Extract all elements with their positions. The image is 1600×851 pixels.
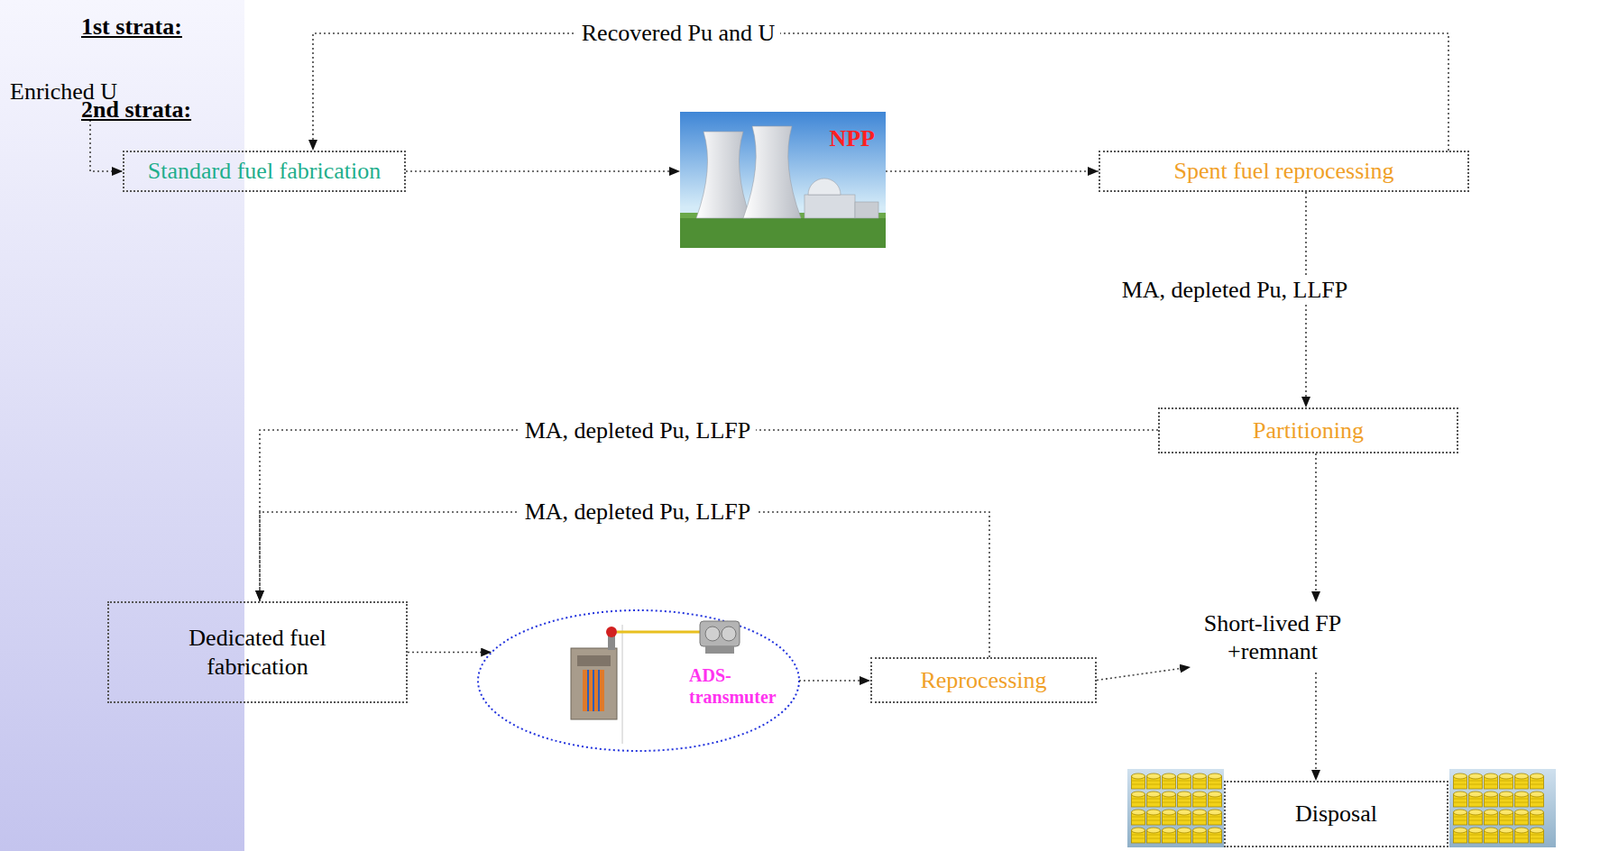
node-text: ADS- transmuter — [689, 664, 789, 709]
node-text: NPP — [828, 124, 875, 153]
flow-arrow — [1096, 667, 1191, 681]
process-box: Dedicated fuel fabrication — [107, 601, 408, 704]
barrels-picture — [1127, 769, 1224, 848]
flow-label: Recovered Pu and U — [576, 18, 781, 47]
node-text: Partitioning — [1252, 416, 1364, 445]
flow-arrow — [259, 430, 1159, 602]
flow-label: MA, depleted Pu, LLFP — [1116, 275, 1354, 304]
barrels-picture — [1449, 769, 1556, 848]
process-box: Disposal — [1223, 781, 1449, 848]
node-text: Disposal — [1295, 800, 1378, 828]
node-text: Spent fuel reprocessing — [1173, 156, 1394, 185]
input-label: Enriched U — [9, 77, 118, 106]
process-box: Standard fuel fabrication — [122, 150, 406, 193]
node-text: Standard fuel fabrication — [147, 156, 381, 185]
process-box: Spent fuel reprocessing — [1098, 150, 1470, 193]
band-fill — [0, 0, 245, 851]
process-box: Partitioning — [1158, 407, 1459, 454]
picture-node: Short-lived FP +remnant — [1190, 602, 1355, 673]
flow-arrow — [405, 170, 681, 173]
flow-label: MA, depleted Pu, LLFP — [519, 416, 757, 445]
transmuter-picture — [478, 610, 800, 752]
flow-arrow — [312, 33, 1449, 151]
flow-arrow — [1314, 453, 1317, 603]
power-plant-picture — [680, 111, 886, 249]
node-text: Short-lived FP +remnant — [1201, 609, 1344, 666]
flow-arrow — [1305, 192, 1307, 408]
flow-arrow — [799, 680, 871, 682]
node-text: Dedicated fuel fabrication — [167, 624, 349, 681]
process-box: Reprocessing — [870, 657, 1097, 704]
stratum-heading: 1st strata: — [81, 12, 183, 41]
picture-node: NPP — [680, 111, 886, 249]
stratum-heading: 2nd strata: — [81, 95, 192, 124]
flow-arrow — [1314, 672, 1317, 782]
flow-arrow — [885, 170, 1099, 173]
flow-label: MA, depleted Pu, LLFP — [519, 497, 757, 526]
flow-arrow — [407, 652, 492, 654]
node-text: Reprocessing — [919, 666, 1047, 695]
flow-arrow — [259, 512, 990, 658]
feed-arrow — [90, 106, 123, 172]
transmuter-ellipse: ADS- transmuter — [476, 608, 801, 754]
